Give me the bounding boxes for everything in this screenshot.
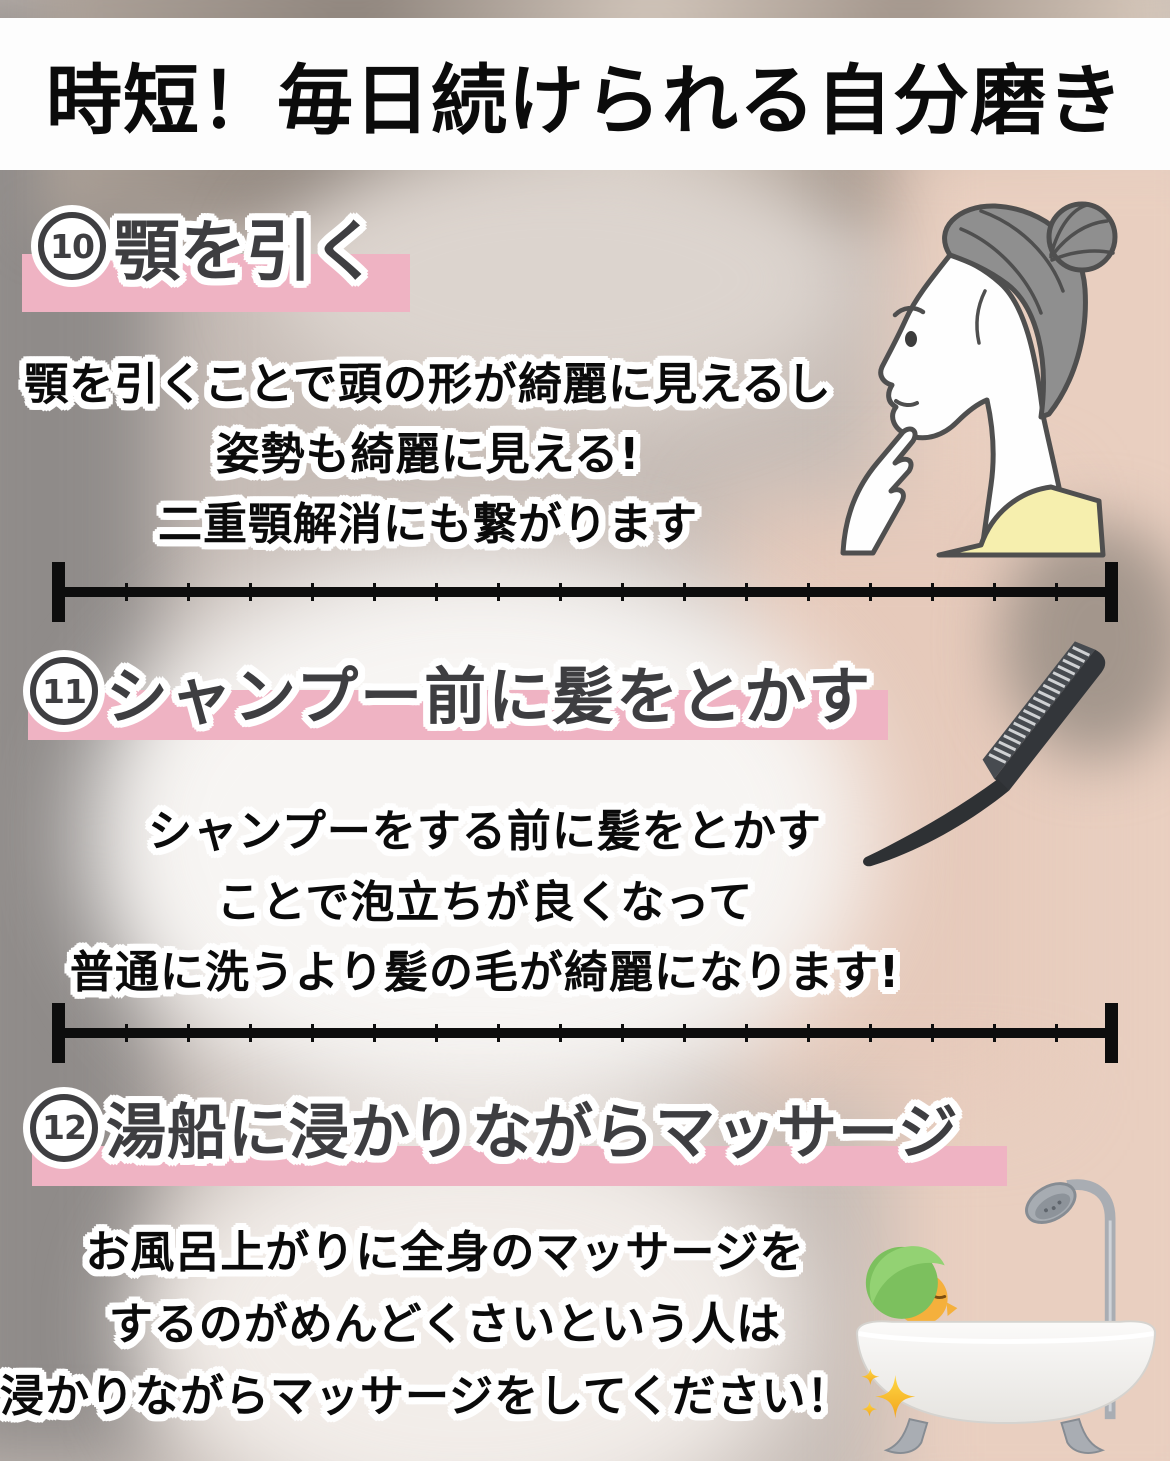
body-line: ことで泡立ちが良くなって	[216, 877, 754, 928]
body-line: 姿勢も綺麗に見える!	[215, 429, 641, 480]
body-line: お風呂上がりに全身のマッサージを	[85, 1227, 805, 1278]
page-title: 時短！毎日続けられる自分磨き	[46, 56, 1124, 145]
divider-line-1	[52, 562, 1118, 622]
body-line: 顎を引くことで頭の形が綺麗に見えるし	[24, 359, 832, 410]
heading-number-badge-11: 11	[30, 657, 98, 725]
title-banner: 時短！毎日続けられる自分磨き	[0, 18, 1170, 170]
chin-tuck-illustration	[835, 195, 1135, 558]
heading-text-11: シャンプー前に髪をとかす	[106, 660, 873, 733]
heading-number-badge-12: 12	[30, 1093, 98, 1162]
body-line: 二重顎解消にも繋がります	[158, 499, 698, 550]
body-line: シャンプーをする前に髪をとかす	[148, 806, 822, 857]
body-line-text: 浸かりながらマッサージをしてください！	[0, 1371, 852, 1422]
body-line: 普通に洗うより髪の毛が綺麗になります!	[69, 947, 901, 998]
divider-line-2	[52, 1003, 1118, 1063]
section-heading-11: 11 シャンプー前に髪をとかす	[30, 646, 872, 736]
divider-ticks	[66, 583, 1104, 601]
body-line: するのがめんどくさいという人は	[108, 1299, 782, 1350]
divider-ticks	[66, 1024, 1104, 1042]
section-heading-10: 10 顎を引く	[38, 198, 378, 294]
divider-endcap	[1105, 562, 1118, 622]
divider-endcap	[1105, 1003, 1118, 1063]
heading-number-badge-10: 10	[38, 212, 106, 280]
heading-text-10: 顎を引く	[114, 213, 378, 290]
sparkles-icon	[857, 1365, 917, 1425]
heading-text-12: 湯船に浸かりながらマッサージ	[106, 1098, 959, 1168]
section-heading-12: 12 湯船に浸かりながらマッサージ	[30, 1084, 959, 1171]
body-line: 浸かりながらマッサージをしてください！	[0, 1360, 916, 1425]
